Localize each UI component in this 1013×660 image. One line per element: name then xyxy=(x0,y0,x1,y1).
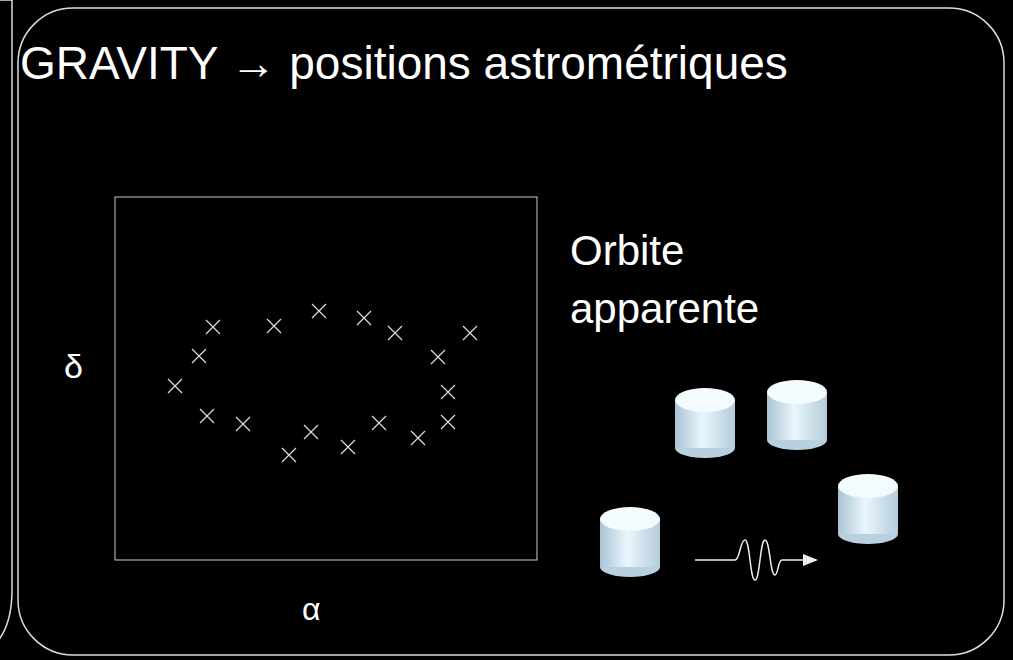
cross-marker xyxy=(431,350,445,364)
cross-marker xyxy=(304,425,318,439)
telescopes xyxy=(600,380,898,577)
panel-border xyxy=(18,8,1004,655)
caption-text: Orbite apparente xyxy=(570,222,850,338)
cross-marker xyxy=(357,311,371,325)
cross-marker xyxy=(168,379,182,393)
cross-marker xyxy=(236,417,250,431)
plot-frame xyxy=(115,197,537,560)
cross-marker xyxy=(388,326,402,340)
cross-marker xyxy=(192,349,206,363)
cross-marker xyxy=(441,415,455,429)
axis-label: α xyxy=(302,590,321,628)
cross-marker xyxy=(267,319,281,333)
neighbour-panel-border xyxy=(0,0,12,655)
cross-marker xyxy=(341,440,355,454)
cross-marker xyxy=(441,385,455,399)
slide-title: GRAVITY → positions astrométriques xyxy=(20,36,788,91)
cross-marker xyxy=(411,431,425,445)
cross-marker xyxy=(372,416,386,430)
cross-marker xyxy=(200,409,214,423)
cross-marker xyxy=(312,304,326,318)
cross-marker xyxy=(206,320,220,334)
cross-marker xyxy=(463,326,477,340)
axis-label: δ xyxy=(64,346,83,387)
astrometric-points xyxy=(168,304,477,462)
wave-arrow xyxy=(695,540,818,580)
cross-marker xyxy=(282,448,296,462)
